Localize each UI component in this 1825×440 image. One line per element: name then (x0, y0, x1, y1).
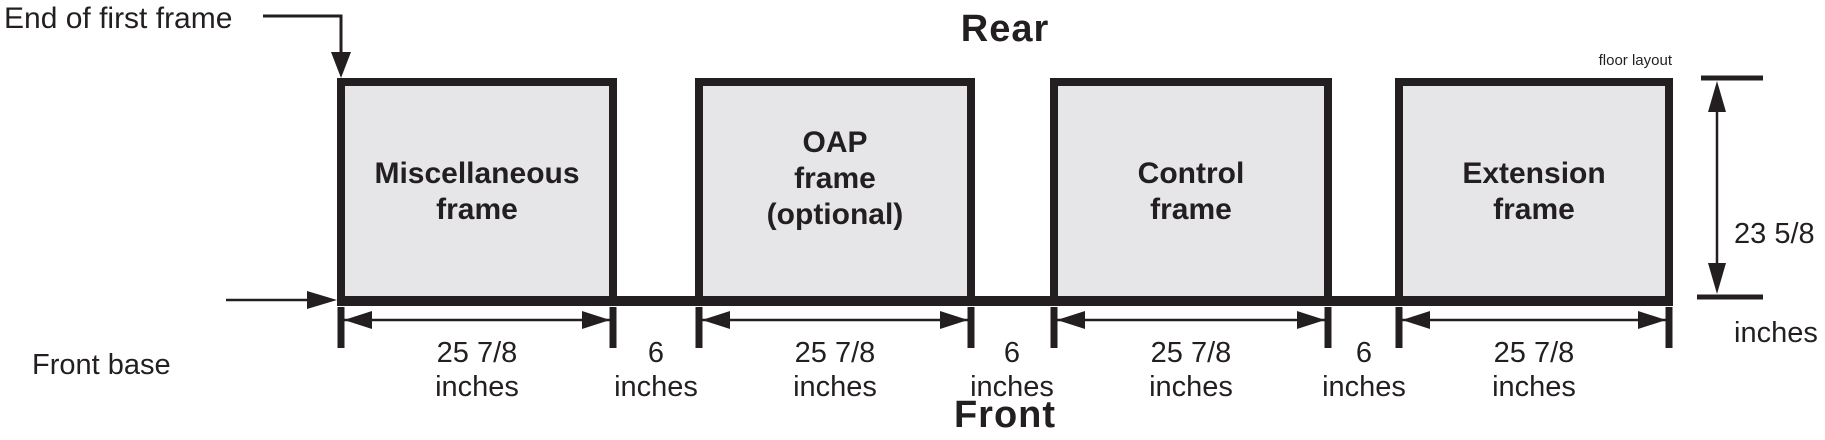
dimension-value: 25 7/8 (794, 337, 876, 369)
dimension-value: 25 7/8 (1150, 337, 1232, 369)
width-dimension-label-miscellaneous: 25 7/8 inches (392, 336, 562, 404)
gap-dimension-label-3: 6 inches (1299, 336, 1429, 404)
width-dimension-label-control: 25 7/8 inches (1106, 336, 1276, 404)
front-base-line-label-line1: Front base (32, 349, 171, 381)
frame-label-line: Extension (1462, 157, 1606, 190)
left-arrowhead-icon (702, 311, 730, 329)
front-base-line-label: Front base line (32, 283, 171, 440)
frame-label-line: OAP (802, 126, 868, 159)
frame-box-oap: OAP frame (optional) (695, 78, 975, 306)
frame-box-miscellaneous-label: Miscellaneous frame (374, 156, 579, 228)
up-arrowhead-icon (1708, 81, 1726, 112)
dimension-unit: inches (970, 371, 1054, 403)
dimension-value: 6 (647, 337, 665, 369)
dimension-unit: inches (1734, 317, 1818, 349)
left-arrowhead-icon (1057, 311, 1085, 329)
rear-label: Rear (960, 8, 1050, 50)
floor-layout-label: floor layout (1598, 52, 1672, 69)
dimension-value: 6 (1003, 337, 1021, 369)
frame-box-oap-label: OAP frame (optional) (767, 125, 904, 233)
gap-dimension-label-2: 6 inches (947, 336, 1077, 404)
frame-box-miscellaneous: Miscellaneous frame (337, 78, 617, 306)
frame-label-line: (optional) (766, 198, 904, 231)
right-arrowhead-icon (582, 311, 610, 329)
dimension-value: 25 7/8 (436, 337, 518, 369)
front-base-line-leader-arrow (226, 291, 337, 309)
dimension-value: 25 7/8 (1493, 337, 1575, 369)
frame-box-extension-label: Extension frame (1462, 156, 1605, 228)
width-dimension-label-extension: 25 7/8 inches (1449, 336, 1619, 404)
right-arrowhead-icon (1297, 311, 1325, 329)
depth-dimension-label: 23 5/8 inches (1734, 152, 1818, 416)
right-arrowhead-icon (307, 291, 337, 309)
right-arrowhead-icon (1638, 311, 1666, 329)
dimension-unit: inches (435, 371, 519, 403)
frame-label-line: frame (794, 162, 876, 195)
gap-dimension-label-1: 6 inches (591, 336, 721, 404)
frame-label-line: frame (436, 193, 518, 226)
dimension-unit: inches (1322, 371, 1406, 403)
down-arrowhead-icon (1708, 263, 1726, 294)
left-arrowhead-icon (344, 311, 372, 329)
end-of-first-frame-leader-arrow (263, 14, 351, 78)
down-arrowhead-icon (331, 52, 351, 78)
dimension-value: 6 (1355, 337, 1373, 369)
leader-line (263, 14, 343, 56)
dimension-value: 23 5/8 (1734, 218, 1815, 250)
dimension-unit: inches (1492, 371, 1576, 403)
dimension-unit: inches (1149, 371, 1233, 403)
frame-box-control-label: Control frame (1138, 156, 1245, 228)
width-dimension-label-oap: 25 7/8 inches (750, 336, 920, 404)
front-base-line (337, 296, 1673, 306)
frame-box-control: Control frame (1050, 78, 1332, 306)
end-of-first-frame-label: End of first frame (4, 2, 233, 35)
dimension-unit: inches (614, 371, 698, 403)
frame-label-line: frame (1493, 193, 1575, 226)
front-label: Front (953, 394, 1057, 436)
dimension-unit: inches (793, 371, 877, 403)
frame-label-line: frame (1150, 193, 1232, 226)
frame-label-line: Control (1137, 157, 1245, 190)
right-arrowhead-icon (940, 311, 968, 329)
frame-box-extension: Extension frame (1395, 78, 1673, 306)
left-arrowhead-icon (1402, 311, 1430, 329)
frame-label-line: Miscellaneous (374, 157, 580, 190)
